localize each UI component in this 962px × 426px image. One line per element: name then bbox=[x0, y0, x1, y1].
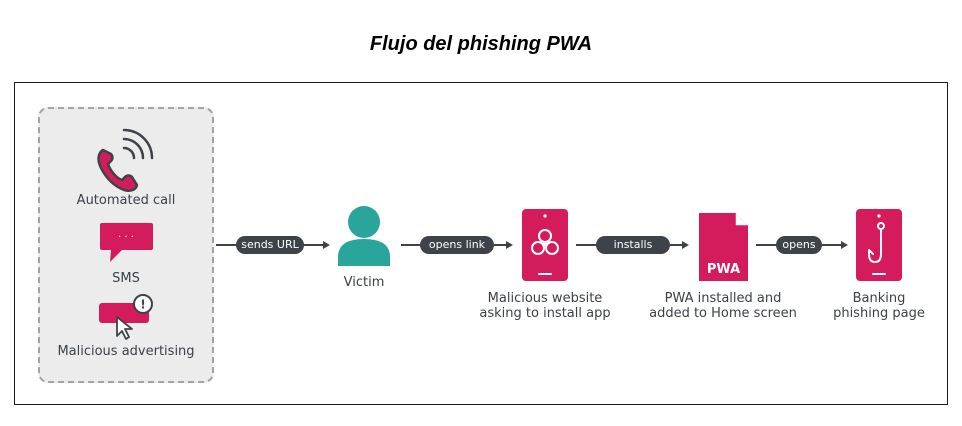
step-label-malicious-website-line1: Malicious website bbox=[487, 291, 603, 306]
source-label-automated-call: Automated call bbox=[76, 193, 176, 208]
pwa-badge: PWA bbox=[706, 262, 741, 277]
step-label-pwa-installed-line2: added to Home screen bbox=[649, 306, 797, 321]
step-label-banking-phishing-line2: phishing page bbox=[833, 306, 925, 321]
step-label-banking-phishing: Banking phishing page bbox=[824, 291, 934, 321]
phone-call-icon bbox=[97, 128, 154, 193]
arrow-label-opens-link: opens link bbox=[420, 236, 494, 254]
person-icon bbox=[338, 206, 390, 266]
alert-mark: ! bbox=[140, 298, 145, 312]
sms-dots: · · · bbox=[118, 232, 134, 243]
arrow-label-installs: installs bbox=[596, 236, 670, 254]
ad-click-icon: ! bbox=[99, 294, 153, 340]
step-label-malicious-website-line2: asking to install app bbox=[479, 306, 611, 321]
phone-malicious-icon bbox=[522, 209, 568, 281]
phone-hook-icon bbox=[856, 209, 902, 281]
source-label-sms: SMS bbox=[112, 271, 140, 286]
sms-bubble-icon: · · · bbox=[100, 223, 153, 262]
step-label-pwa-installed: PWA installed and added to Home screen bbox=[638, 291, 808, 321]
diagram-frame bbox=[14, 82, 948, 405]
step-label-pwa-installed-line1: PWA installed and bbox=[664, 291, 782, 306]
diagram-title: Flujo del phishing PWA bbox=[369, 33, 593, 55]
source-label-malicious-advertising: Malicious advertising bbox=[57, 344, 195, 359]
pwa-file-icon bbox=[699, 213, 748, 281]
arrow-label-sends-url: sends URL bbox=[236, 236, 304, 254]
step-label-victim: Victim bbox=[343, 275, 385, 290]
step-label-banking-phishing-line1: Banking bbox=[852, 291, 906, 306]
step-label-malicious-website: Malicious website asking to install app bbox=[465, 291, 625, 321]
arrow-label-opens: opens bbox=[776, 236, 822, 254]
